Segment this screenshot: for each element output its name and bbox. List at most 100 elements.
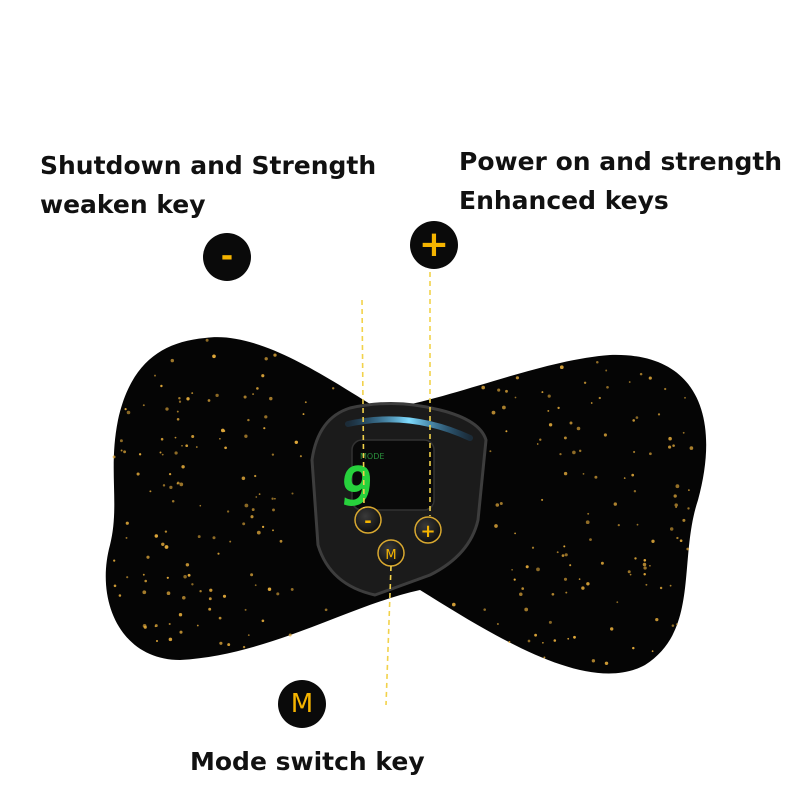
- gold-speckle: [563, 436, 567, 440]
- gold-speckle: [643, 573, 646, 576]
- gold-speckle: [505, 389, 508, 393]
- light-strip: [345, 416, 473, 441]
- gold-speckle: [536, 567, 540, 572]
- gold-speckle: [594, 475, 598, 479]
- display-screen: [351, 439, 435, 511]
- gold-speckle: [332, 387, 335, 390]
- gold-speckle: [176, 410, 179, 413]
- gold-speckle: [258, 493, 261, 495]
- guide-line-minus: [361, 299, 365, 509]
- gold-speckle: [669, 527, 674, 531]
- gold-speckle: [142, 573, 145, 576]
- plus-key-label-line2: Enhanced keys: [459, 186, 669, 215]
- gold-speckle: [178, 397, 181, 400]
- gold-speckle: [521, 587, 525, 590]
- gold-speckle: [154, 374, 156, 377]
- gold-speckle: [244, 503, 249, 508]
- gold-speckle: [197, 535, 201, 539]
- gold-speckle: [162, 484, 166, 487]
- gold-speckle: [525, 565, 529, 569]
- gold-speckle: [181, 444, 183, 447]
- gold-speckle: [569, 564, 572, 567]
- gold-speckle: [547, 409, 550, 412]
- gold-speckle: [675, 484, 680, 489]
- gold-speckle: [168, 637, 173, 642]
- gold-speckle: [251, 508, 255, 512]
- device-minus-button[interactable]: -: [354, 506, 382, 534]
- gold-speckle: [587, 512, 590, 515]
- gold-speckle: [541, 391, 544, 394]
- gold-speckle: [256, 387, 259, 390]
- gold-speckle: [222, 594, 227, 598]
- gold-speckle: [196, 624, 199, 627]
- gold-speckle: [634, 557, 637, 560]
- gold-speckle: [271, 453, 275, 456]
- gold-speckle: [255, 496, 258, 498]
- gold-speckle: [542, 641, 544, 644]
- gold-speckle: [651, 650, 654, 653]
- gold-speckle: [659, 586, 663, 590]
- gold-speckle: [511, 568, 513, 571]
- gold-speckle: [616, 601, 619, 604]
- gold-speckle: [176, 481, 180, 485]
- gold-speckle: [514, 396, 517, 399]
- gold-speckle: [208, 607, 212, 611]
- gold-speckle: [274, 497, 276, 500]
- gold-speckle: [243, 395, 247, 399]
- gold-speckle: [229, 540, 232, 543]
- gold-speckle: [585, 520, 590, 525]
- gold-speckle: [123, 450, 127, 454]
- gold-speckle: [541, 498, 544, 501]
- gold-speckle: [603, 433, 607, 437]
- gold-speckle: [195, 446, 198, 448]
- gold-speckle: [649, 452, 652, 456]
- gold-speckle: [617, 523, 620, 527]
- gold-speckle: [149, 490, 152, 493]
- gold-speckles: [112, 338, 694, 666]
- gold-speckle: [576, 426, 581, 431]
- gold-speckle: [168, 622, 171, 626]
- gold-speckle: [649, 564, 651, 567]
- gold-speckle: [261, 374, 265, 378]
- minus-key-label: Shutdown and Strength weaken key: [40, 146, 400, 224]
- gold-speckle: [648, 376, 652, 380]
- gold-speckle: [227, 643, 231, 647]
- gold-speckle: [651, 539, 655, 543]
- gold-speckle: [244, 434, 248, 438]
- gold-speckle: [688, 489, 690, 491]
- gold-speckle: [559, 452, 562, 456]
- gold-speckle: [125, 536, 128, 539]
- gold-speckle: [219, 641, 223, 645]
- gold-speckle: [119, 439, 123, 443]
- gold-speckle: [629, 573, 632, 576]
- gold-speckle: [112, 455, 116, 459]
- gold-speckle: [304, 401, 307, 404]
- minus-key-badge: -: [203, 233, 251, 281]
- gold-speckle: [606, 385, 609, 389]
- gold-speckle: [565, 591, 568, 594]
- gold-speckle: [199, 590, 202, 593]
- gold-speckle: [489, 450, 492, 453]
- gold-speckle: [302, 413, 305, 416]
- gold-speckle: [569, 421, 573, 425]
- device-mode-button[interactable]: M: [377, 539, 405, 567]
- gold-speckle: [124, 408, 127, 411]
- gold-speckle: [263, 427, 266, 430]
- gold-speckle: [668, 445, 672, 449]
- gold-speckle: [205, 338, 209, 342]
- gold-speckle: [294, 440, 299, 445]
- gold-speckle: [551, 592, 555, 596]
- gold-speckle: [664, 387, 667, 391]
- gold-speckle: [256, 530, 261, 535]
- device-plus-button[interactable]: +: [414, 516, 442, 544]
- gold-speckle: [267, 587, 272, 591]
- gold-speckle: [581, 586, 585, 590]
- gold-speckle: [534, 633, 537, 637]
- gold-speckle: [178, 400, 182, 403]
- gold-speckle: [499, 502, 503, 505]
- gold-speckle: [671, 624, 675, 627]
- gold-speckle: [272, 529, 274, 532]
- gold-speckle: [272, 508, 275, 512]
- gold-speckle: [483, 608, 486, 611]
